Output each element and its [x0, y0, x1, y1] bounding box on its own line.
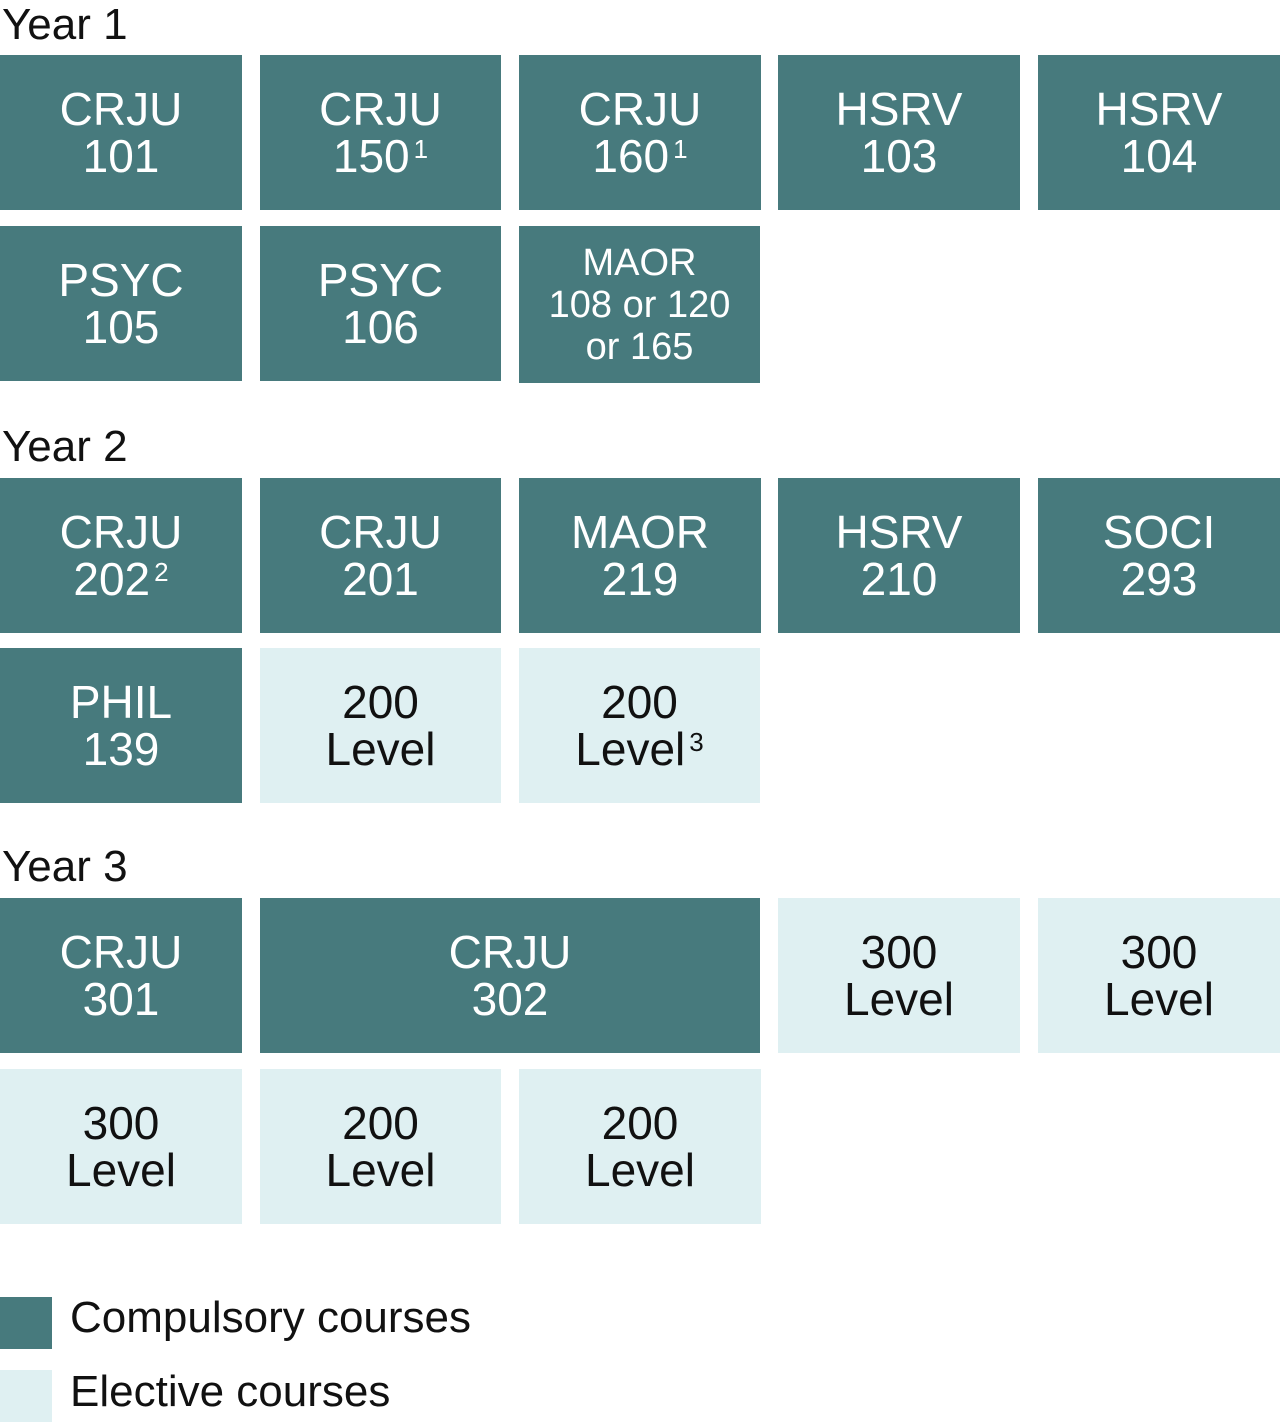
course-maor-219: MAOR 219	[519, 478, 761, 633]
elective-level: 200	[601, 1096, 679, 1149]
course-number: 201	[342, 552, 419, 605]
elective-200-level: 200 Level	[260, 1069, 501, 1224]
elective-word: Level	[325, 1143, 436, 1196]
elective-level: 200	[601, 675, 678, 728]
footnote-marker: 1	[413, 133, 429, 164]
course-maor-option: MAOR 108 or 120 or 165	[519, 226, 760, 383]
elective-level: 200	[342, 1096, 419, 1149]
course-number: 219	[601, 552, 679, 605]
course-number: 210	[860, 552, 938, 605]
elective-word: Level	[325, 722, 436, 775]
course-number: 293	[1120, 552, 1198, 605]
year-1-label: Year 1	[2, 0, 128, 49]
elective-300-level: 300 Level	[0, 1069, 242, 1224]
course-number: 103	[860, 129, 938, 182]
course-subject: CRJU	[448, 925, 572, 978]
elective-200-level: 200 Level	[519, 1069, 761, 1224]
course-subject: CRJU	[319, 82, 442, 135]
course-number: 105	[82, 300, 160, 353]
course-number: 104	[1120, 129, 1198, 182]
year-3-label: Year 3	[2, 842, 128, 891]
legend-compulsory-swatch	[0, 1297, 52, 1349]
course-subject: PHIL	[69, 675, 173, 728]
course-subject: HSRV	[835, 505, 963, 558]
course-number: 150	[332, 129, 410, 182]
year-2-label: Year 2	[2, 422, 128, 471]
legend-elective-swatch	[0, 1370, 52, 1422]
course-hsrv-103: HSRV 103	[778, 55, 1020, 210]
elective-level: 200	[342, 675, 419, 728]
course-subject: HSRV	[1095, 82, 1223, 135]
elective-level: 300	[82, 1096, 160, 1149]
footnote-marker: 3	[689, 726, 704, 757]
course-subject: CRJU	[59, 925, 183, 978]
course-subject: CRJU	[59, 505, 183, 558]
course-subject: HSRV	[835, 82, 963, 135]
course-soci-293: SOCI 293	[1038, 478, 1280, 633]
course-number: 160	[592, 129, 670, 182]
elective-300-level: 300 Level	[778, 898, 1020, 1053]
course-crju-302: CRJU 302	[260, 898, 760, 1053]
elective-word: Level	[66, 1143, 176, 1196]
course-subject: CRJU	[319, 505, 442, 558]
course-number: 202	[73, 552, 151, 605]
footnote-marker: 2	[154, 556, 169, 587]
course-subject: MAOR	[582, 241, 697, 284]
course-hsrv-210: HSRV 210	[778, 478, 1020, 633]
elective-300-level: 300 Level	[1038, 898, 1280, 1053]
course-psyc-105: PSYC 105	[0, 226, 242, 381]
elective-word: Level	[585, 1143, 695, 1196]
course-number: 302	[471, 972, 549, 1025]
course-number-alt: or 165	[585, 325, 694, 368]
course-crju-101: CRJU 101	[0, 55, 242, 210]
course-number: 101	[82, 129, 160, 182]
elective-200-level: 200 Level	[260, 648, 501, 803]
course-subject: SOCI	[1102, 505, 1216, 558]
course-phil-139: PHIL 139	[0, 648, 242, 803]
course-subject: PSYC	[58, 253, 184, 306]
course-subject: CRJU	[578, 82, 702, 135]
course-hsrv-104: HSRV 104	[1038, 55, 1280, 210]
course-subject: MAOR	[571, 505, 709, 558]
elective-word: Level	[844, 972, 954, 1025]
course-crju-301: CRJU 301	[0, 898, 242, 1053]
course-number: 301	[82, 972, 160, 1025]
course-number: 106	[342, 300, 419, 353]
course-number: 108 or 120	[548, 283, 731, 326]
course-subject: CRJU	[59, 82, 183, 135]
course-number: 139	[82, 722, 160, 775]
course-subject: PSYC	[317, 253, 444, 306]
course-psyc-106: PSYC 106	[260, 226, 501, 381]
legend-compulsory-label: Compulsory courses	[70, 1293, 472, 1342]
elective-word: Level	[1104, 972, 1214, 1025]
legend-elective-label: Elective courses	[70, 1367, 391, 1416]
elective-word: Level	[575, 722, 686, 775]
elective-level: 300	[1120, 925, 1198, 978]
course-crju-201: CRJU 201	[260, 478, 501, 633]
elective-level: 300	[860, 925, 938, 978]
footnote-marker: 1	[673, 133, 688, 164]
